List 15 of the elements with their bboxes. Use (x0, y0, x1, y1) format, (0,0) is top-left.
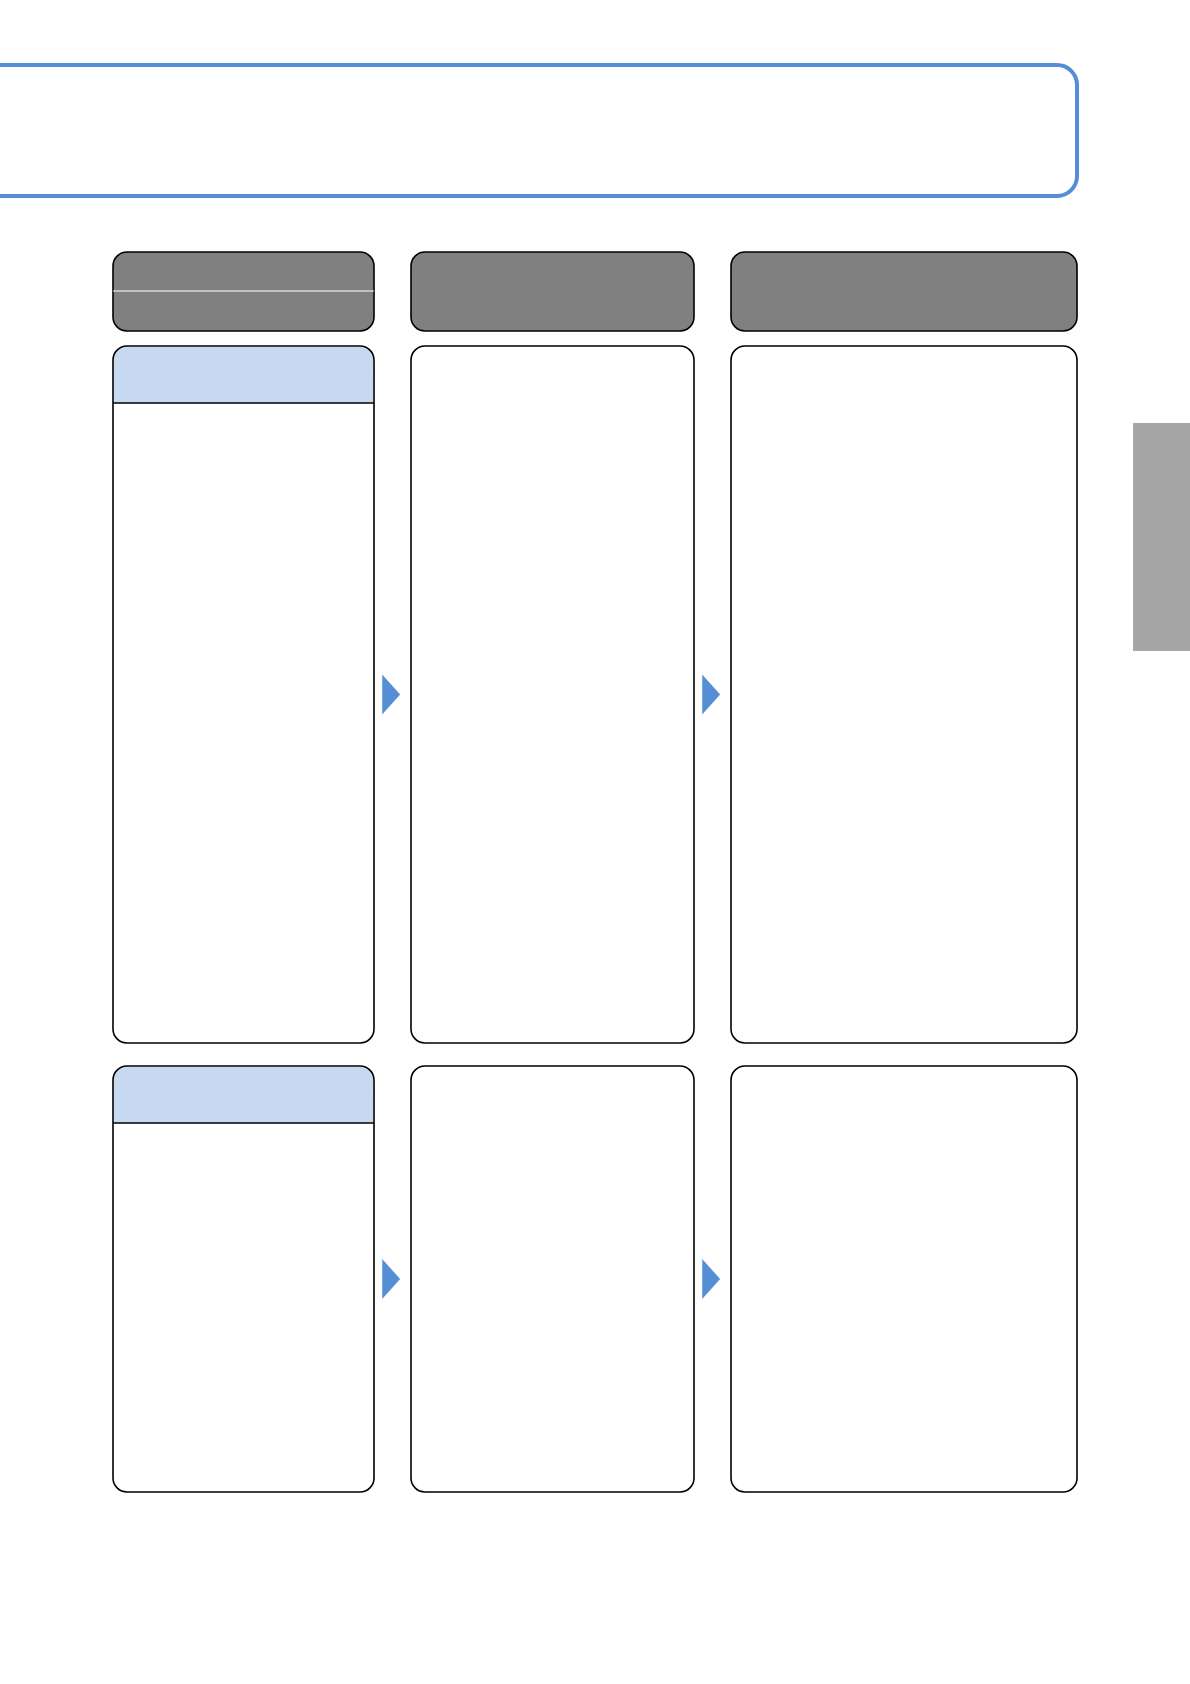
panel-box (730, 345, 1078, 1044)
panel-box (410, 345, 695, 1044)
panel-box (410, 1065, 695, 1493)
arrow (382, 674, 401, 715)
arrow (382, 1259, 401, 1299)
arrow (702, 1259, 721, 1299)
column-header (112, 251, 375, 332)
arrow (702, 674, 721, 715)
panel-box (730, 1065, 1078, 1493)
column-header (730, 251, 1078, 332)
column-header (410, 251, 695, 332)
panel-box (112, 1065, 375, 1493)
side-tab (1133, 423, 1190, 651)
title-frame (0, 63, 1079, 198)
panel-box (112, 345, 375, 1044)
